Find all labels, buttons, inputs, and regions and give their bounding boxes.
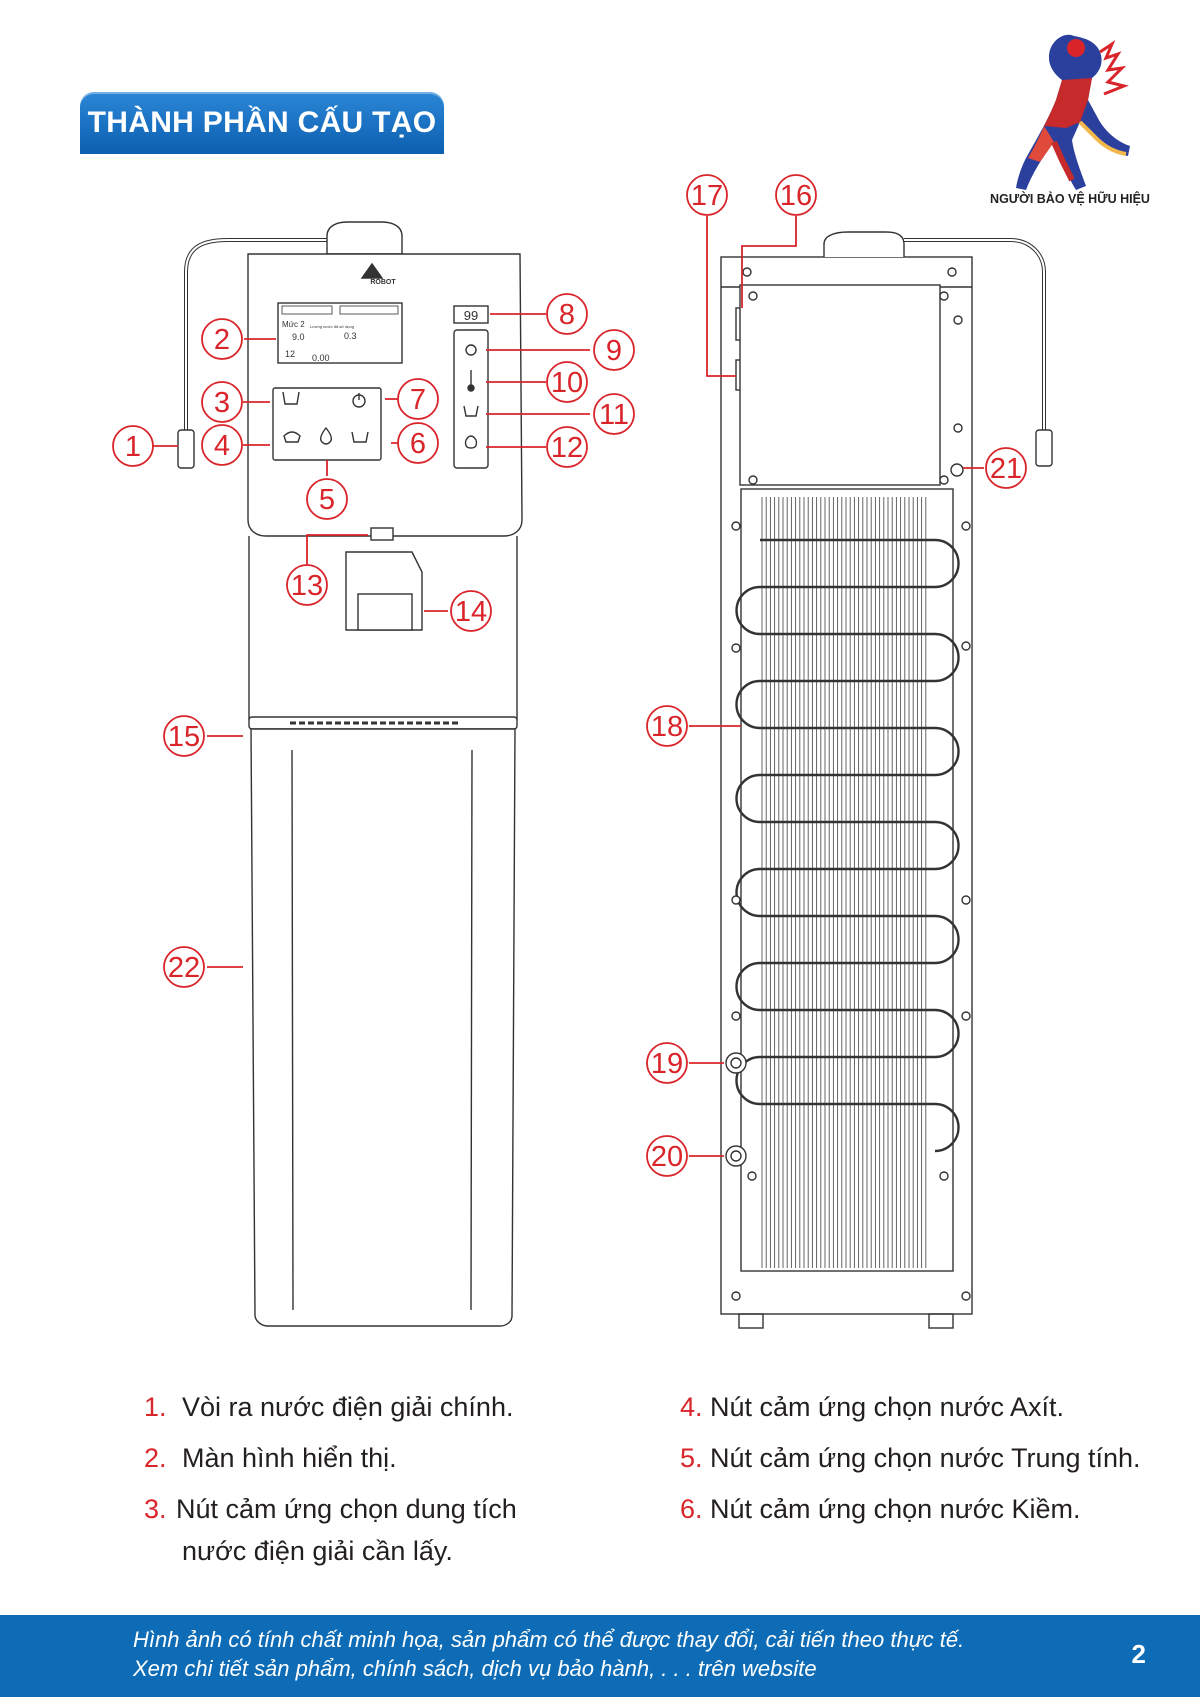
legend-num: 5. bbox=[680, 1443, 703, 1473]
legend-item-3: 3. Nút cảm ứng chọn dung tích bbox=[144, 1494, 517, 1525]
callout-number: 16 bbox=[780, 180, 812, 212]
callout-18: 18 bbox=[646, 705, 688, 747]
callout-2: 2 bbox=[201, 318, 243, 360]
footer-bar: Hình ảnh có tính chất minh họa, sản phẩm… bbox=[0, 1615, 1200, 1697]
callout-14: 14 bbox=[450, 590, 492, 632]
callout-4: 4 bbox=[201, 424, 243, 466]
legend-text: Nút cảm ứng chọn nước Axít. bbox=[710, 1392, 1065, 1422]
screen-volume: 0.3 bbox=[344, 331, 357, 341]
brand-tagline: NGƯỜI BẢO VỆ HỮU HIỆU bbox=[990, 192, 1150, 206]
callout-number: 7 bbox=[410, 384, 426, 416]
callout-number: 19 bbox=[651, 1048, 683, 1080]
callout-number: 11 bbox=[599, 399, 629, 431]
display-8-digits: 99 bbox=[464, 308, 478, 323]
legend-num: 6. bbox=[680, 1494, 703, 1524]
section-title: THÀNH PHẦN CẤU TẠO bbox=[87, 106, 437, 139]
footer-line-1: Hình ảnh có tính chất minh họa, sản phẩm… bbox=[133, 1627, 965, 1652]
page-number: 2 bbox=[1131, 1639, 1146, 1669]
callout-number: 13 bbox=[291, 570, 323, 602]
callout-7: 7 bbox=[397, 378, 439, 420]
callout-leaders bbox=[148, 216, 984, 1157]
callout-22: 22 bbox=[163, 946, 205, 988]
callout-21: 21 bbox=[985, 447, 1027, 489]
callout-9: 9 bbox=[593, 329, 635, 371]
callout-number: 8 bbox=[559, 299, 575, 331]
callout-20: 20 bbox=[646, 1135, 688, 1177]
callout-10: 10 bbox=[546, 361, 588, 403]
callout-number: 20 bbox=[651, 1141, 683, 1173]
screen-flow: 0.00 bbox=[312, 353, 330, 363]
screen-ph: 9.0 bbox=[292, 332, 305, 342]
callout-number: 1 bbox=[125, 431, 141, 463]
callout-number: 12 bbox=[551, 432, 583, 464]
callout-number: 14 bbox=[455, 596, 487, 628]
callout-number: 5 bbox=[319, 484, 335, 516]
section-title-banner: THÀNH PHẦN CẤU TẠO bbox=[80, 92, 444, 154]
callout-6: 6 bbox=[397, 422, 439, 464]
screen-temp: 12 bbox=[285, 349, 295, 359]
front-brand-logo: ROBOT bbox=[370, 279, 396, 286]
legend-item-1: 1. Vòi ra nước điện giải chính. bbox=[144, 1392, 513, 1423]
screen-used-label: Lượng nước đã sử dụng bbox=[310, 324, 354, 329]
legend-num: 4. bbox=[680, 1392, 703, 1422]
callout-number: 9 bbox=[606, 335, 622, 367]
callout-number: 18 bbox=[651, 711, 683, 743]
legend-text: Nút cảm ứng chọn nước Trung tính. bbox=[710, 1443, 1141, 1473]
callout-number: 22 bbox=[168, 952, 200, 984]
callout-3: 3 bbox=[201, 381, 243, 423]
callout-5: 5 bbox=[306, 478, 348, 520]
callout-number: 15 bbox=[168, 721, 200, 753]
legend-item-3-cont: nước điện giải cần lấy. bbox=[182, 1536, 453, 1567]
callout-number: 4 bbox=[214, 430, 230, 462]
legend-text: Nút cảm ứng chọn nước Kiềm. bbox=[710, 1494, 1081, 1524]
legend-num: 1. bbox=[144, 1392, 167, 1422]
brand-logo-icon bbox=[1016, 34, 1130, 190]
callout-13: 13 bbox=[286, 564, 328, 606]
legend-text-cont: nước điện giải cần lấy. bbox=[182, 1536, 453, 1566]
callout-number: 17 bbox=[691, 180, 723, 212]
screen-level: Mức 2 bbox=[282, 320, 305, 329]
legend-item-5: 5.Nút cảm ứng chọn nước Trung tính. bbox=[680, 1443, 1141, 1474]
legend-text: Vòi ra nước điện giải chính. bbox=[182, 1392, 514, 1422]
callout-number: 3 bbox=[214, 387, 230, 419]
footer-disclaimer: Hình ảnh có tính chất minh họa, sản phẩm… bbox=[133, 1625, 964, 1683]
callout-number: 10 bbox=[551, 367, 583, 399]
callout-1: 1 bbox=[112, 425, 154, 467]
footer-line-2: Xem chi tiết sản phẩm, chính sách, dịch … bbox=[133, 1656, 817, 1681]
legend-item-2: 2. Màn hình hiển thị. bbox=[144, 1443, 397, 1474]
callout-12: 12 bbox=[546, 426, 588, 468]
callout-8: 8 bbox=[546, 293, 588, 335]
callout-16: 16 bbox=[775, 174, 817, 216]
callout-number: 6 bbox=[410, 428, 426, 460]
callout-19: 19 bbox=[646, 1042, 688, 1084]
callout-number: 2 bbox=[214, 324, 230, 356]
callout-number: 21 bbox=[990, 453, 1022, 485]
callout-17: 17 bbox=[686, 174, 728, 216]
callout-11: 11 bbox=[593, 393, 635, 435]
legend-num: 3. bbox=[144, 1494, 167, 1524]
legend-text: Nút cảm ứng chọn dung tích bbox=[176, 1494, 517, 1524]
callout-15: 15 bbox=[163, 715, 205, 757]
legend-item-6: 6.Nút cảm ứng chọn nước Kiềm. bbox=[680, 1494, 1081, 1525]
legend-text: Màn hình hiển thị. bbox=[182, 1443, 397, 1473]
legend-item-4: 4.Nút cảm ứng chọn nước Axít. bbox=[680, 1392, 1064, 1423]
legend-num: 2. bbox=[144, 1443, 167, 1473]
